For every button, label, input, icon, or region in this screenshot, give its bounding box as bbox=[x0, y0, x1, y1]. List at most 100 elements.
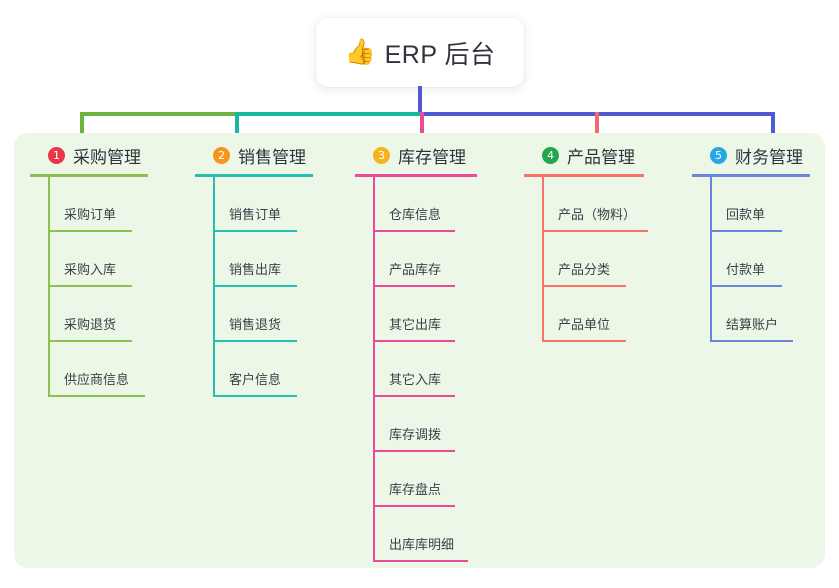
branch-item[interactable]: 库存调拨 bbox=[355, 397, 477, 452]
branch-item[interactable]: 销售订单 bbox=[195, 177, 313, 232]
branch-item-underline bbox=[542, 285, 626, 287]
branch-item-label: 采购退货 bbox=[64, 317, 117, 332]
branch-items: 仓库信息产品库存其它出库其它入库库存调拨库存盘点出库库明细 bbox=[355, 177, 477, 562]
branch-item[interactable]: 出库库明细 bbox=[355, 507, 477, 562]
segment-green bbox=[80, 112, 235, 116]
branch-underline bbox=[30, 174, 148, 177]
branch-item[interactable]: 仓库信息 bbox=[355, 177, 477, 232]
branch-item-label: 销售订单 bbox=[229, 207, 282, 222]
branch-spine bbox=[48, 177, 50, 397]
branch-item-label: 客户信息 bbox=[229, 372, 282, 387]
branch-number-badge: 5 bbox=[710, 146, 727, 164]
branch-number-badge: 4 bbox=[542, 146, 559, 164]
branch-spine bbox=[710, 177, 712, 342]
branch-spine bbox=[213, 177, 215, 397]
branch-item[interactable]: 采购退货 bbox=[30, 287, 148, 342]
branch-item-underline bbox=[373, 450, 455, 452]
branch-header-4[interactable]: 4 产品管理 bbox=[524, 142, 644, 168]
branch-column-5: 5 财务管理回款单付款单结算账户 bbox=[692, 142, 810, 342]
branch-spine bbox=[373, 177, 375, 562]
branch-item[interactable]: 供应商信息 bbox=[30, 342, 148, 397]
branch-item[interactable]: 其它出库 bbox=[355, 287, 477, 342]
branch-number-badge: 3 bbox=[373, 146, 390, 164]
branch-item-underline bbox=[710, 230, 782, 232]
drop-finance bbox=[771, 112, 775, 142]
branch-items: 销售订单销售出库销售退货客户信息 bbox=[195, 177, 313, 397]
branch-item-label: 产品单位 bbox=[558, 317, 611, 332]
branch-item-underline bbox=[373, 340, 455, 342]
branch-item-label: 仓库信息 bbox=[389, 207, 442, 222]
branch-item[interactable]: 库存盘点 bbox=[355, 452, 477, 507]
drop-purchase bbox=[80, 112, 84, 142]
branch-item-label: 库存盘点 bbox=[389, 482, 442, 497]
branch-number-badge: 2 bbox=[213, 146, 230, 164]
branch-header-3[interactable]: 3 库存管理 bbox=[355, 142, 477, 168]
branch-item[interactable]: 产品分类 bbox=[524, 232, 644, 287]
branch-item[interactable]: 采购入库 bbox=[30, 232, 148, 287]
branch-item[interactable]: 客户信息 bbox=[195, 342, 313, 397]
branch-item-underline bbox=[710, 285, 782, 287]
branch-item-underline bbox=[373, 505, 455, 507]
branch-underline bbox=[195, 174, 313, 177]
branch-item[interactable]: 产品单位 bbox=[524, 287, 644, 342]
branch-item-underline bbox=[710, 340, 793, 342]
branch-item-underline bbox=[542, 230, 648, 232]
branch-title: 财务管理 bbox=[735, 147, 803, 167]
branch-item-underline bbox=[213, 285, 297, 287]
branch-item-underline bbox=[373, 285, 455, 287]
branch-header-5[interactable]: 5 财务管理 bbox=[692, 142, 810, 168]
drop-sales bbox=[235, 112, 239, 142]
root-node-title: ERP 后台 bbox=[384, 40, 496, 69]
branch-item[interactable]: 付款单 bbox=[692, 232, 810, 287]
branch-item-label: 销售退货 bbox=[229, 317, 282, 332]
branch-title: 采购管理 bbox=[73, 147, 141, 167]
branch-item-label: 采购订单 bbox=[64, 207, 117, 222]
root-stem-connector bbox=[418, 86, 422, 112]
branch-item-underline bbox=[373, 560, 468, 562]
branch-item-underline bbox=[48, 395, 145, 397]
branch-title: 库存管理 bbox=[398, 147, 466, 167]
segment-teal bbox=[235, 112, 420, 116]
branch-item-label: 其它入库 bbox=[389, 372, 442, 387]
branch-item-underline bbox=[373, 395, 455, 397]
branches-panel bbox=[14, 133, 825, 568]
branch-item[interactable]: 产品（物料） bbox=[524, 177, 648, 232]
root-node[interactable]: 👍 ERP 后台 bbox=[316, 18, 524, 87]
branch-title: 产品管理 bbox=[567, 147, 635, 167]
branch-item-underline bbox=[48, 230, 132, 232]
branch-item-label: 产品库存 bbox=[389, 262, 442, 277]
branch-item-label: 其它出库 bbox=[389, 317, 442, 332]
branch-spine bbox=[542, 177, 544, 342]
branch-item-label: 结算账户 bbox=[726, 317, 779, 332]
branch-item-underline bbox=[48, 340, 132, 342]
branch-items: 回款单付款单结算账户 bbox=[692, 177, 810, 342]
branch-item-underline bbox=[213, 340, 297, 342]
branch-item[interactable]: 采购订单 bbox=[30, 177, 148, 232]
branch-item-label: 销售出库 bbox=[229, 262, 282, 277]
branch-item-label: 付款单 bbox=[726, 262, 766, 277]
branch-item-label: 产品（物料） bbox=[558, 207, 637, 222]
branch-item-label: 回款单 bbox=[726, 207, 766, 222]
branch-item[interactable]: 结算账户 bbox=[692, 287, 810, 342]
branch-item-underline bbox=[373, 230, 455, 232]
drop-product bbox=[595, 112, 599, 142]
branch-item[interactable]: 销售出库 bbox=[195, 232, 313, 287]
branch-underline bbox=[692, 174, 810, 177]
branch-item-label: 产品分类 bbox=[558, 262, 611, 277]
branch-item-underline bbox=[213, 395, 297, 397]
branch-item[interactable]: 其它入库 bbox=[355, 342, 477, 397]
branch-item-label: 库存调拨 bbox=[389, 427, 442, 442]
branch-item[interactable]: 回款单 bbox=[692, 177, 810, 232]
branch-items: 采购订单采购入库采购退货供应商信息 bbox=[30, 177, 148, 397]
branch-item[interactable]: 销售退货 bbox=[195, 287, 313, 342]
branch-item-underline bbox=[213, 230, 297, 232]
branch-column-4: 4 产品管理产品（物料） 产品分类产品单位 bbox=[524, 142, 648, 342]
branch-item[interactable]: 产品库存 bbox=[355, 232, 477, 287]
branch-item-label: 出库库明细 bbox=[389, 537, 455, 552]
thumbs-up-icon: 👍 bbox=[344, 38, 376, 66]
